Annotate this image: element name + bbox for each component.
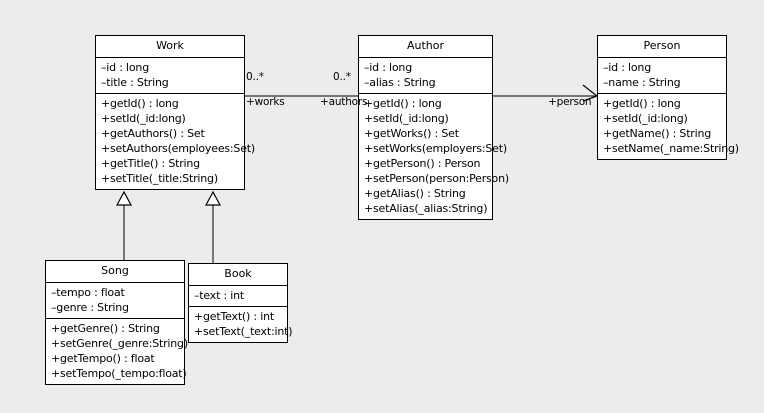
class-box-song[interactable]: Song –tempo : float –genre : String +get… (45, 260, 188, 385)
method-row: +setText(_text:int) (194, 325, 293, 338)
attribute-row: –id : long (101, 61, 149, 74)
methods-section-author: +getId() : long +setId(_id:long) +getWor… (359, 94, 509, 219)
method-row: +getPerson() : Person (364, 157, 481, 170)
class-box-author[interactable]: Author –id : long –alias : String +getId… (358, 35, 509, 220)
attribute-row: –alias : String (364, 76, 436, 89)
class-name-book: Book (189, 264, 287, 286)
method-row: +getText() : int (194, 310, 274, 323)
attribute-row: –title : String (101, 76, 169, 89)
role-authors: +authors (320, 96, 368, 108)
method-row: +setAuthors(employees:Set) (101, 142, 255, 155)
methods-section-song: +getGenre() : String +setGenre(_genre:St… (46, 319, 188, 384)
class-name-person: Person (598, 36, 726, 58)
attributes-section-song: –tempo : float –genre : String (46, 283, 184, 319)
attributes-section-book: –text : int (189, 286, 287, 307)
class-box-person[interactable]: Person –id : long –name : String +getId(… (597, 35, 739, 160)
method-row: +setAlias(_alias:String) (364, 202, 488, 215)
attributes-section-author: –id : long –alias : String (359, 58, 492, 94)
attribute-row: –id : long (364, 61, 412, 74)
attribute-row: –id : long (603, 61, 651, 74)
methods-section-person: +getId() : long +setId(_id:long) +getNam… (598, 94, 739, 159)
method-row: +getId() : long (101, 97, 179, 110)
class-name-author: Author (359, 36, 492, 58)
method-row: +setId(_id:long) (364, 112, 449, 125)
method-row: +setTitle(_title:String) (101, 172, 218, 185)
multiplicity-author-end: 0..* (333, 71, 351, 83)
method-row: +setGenre(_genre:String) (51, 337, 188, 350)
attributes-section-work: –id : long –title : String (96, 58, 244, 94)
role-person: +person (548, 96, 592, 108)
class-name-work: Work (96, 36, 244, 58)
class-name-song: Song (46, 261, 184, 283)
method-row: +setTempo(_tempo:float) (51, 367, 187, 380)
method-row: +getAlias() : String (364, 187, 466, 200)
method-row: +getWorks() : Set (364, 127, 459, 140)
class-box-work[interactable]: Work –id : long –title : String +getId()… (95, 35, 255, 190)
role-works: +works (246, 96, 285, 108)
attributes-section-person: –id : long –name : String (598, 58, 726, 94)
attribute-row: –text : int (194, 289, 245, 302)
generalization-triangle-book (204, 190, 222, 206)
method-row: +setId(_id:long) (101, 112, 186, 125)
method-row: +getName() : String (603, 127, 712, 140)
method-row: +setName(_name:String) (603, 142, 739, 155)
method-row: +setWorks(employers:Set) (364, 142, 507, 155)
method-row: +getId() : long (364, 97, 442, 110)
attribute-row: –name : String (603, 76, 681, 89)
class-box-book[interactable]: Book –text : int +getText() : int +setTe… (188, 263, 293, 343)
method-row: +getAuthors() : Set (101, 127, 205, 140)
attribute-row: –tempo : float (51, 286, 125, 299)
methods-section-work: +getId() : long +setId(_id:long) +getAut… (96, 94, 255, 189)
method-row: +getGenre() : String (51, 322, 160, 335)
method-row: +setId(_id:long) (603, 112, 688, 125)
generalization-triangle-song (115, 190, 133, 206)
method-row: +getTitle() : String (101, 157, 200, 170)
method-row: +getId() : long (603, 97, 681, 110)
method-row: +setPerson(person:Person) (364, 172, 509, 185)
method-row: +getTempo() : float (51, 352, 155, 365)
methods-section-book: +getText() : int +setText(_text:int) (189, 307, 293, 342)
attribute-row: –genre : String (51, 301, 129, 314)
multiplicity-work-end: 0..* (246, 71, 264, 83)
